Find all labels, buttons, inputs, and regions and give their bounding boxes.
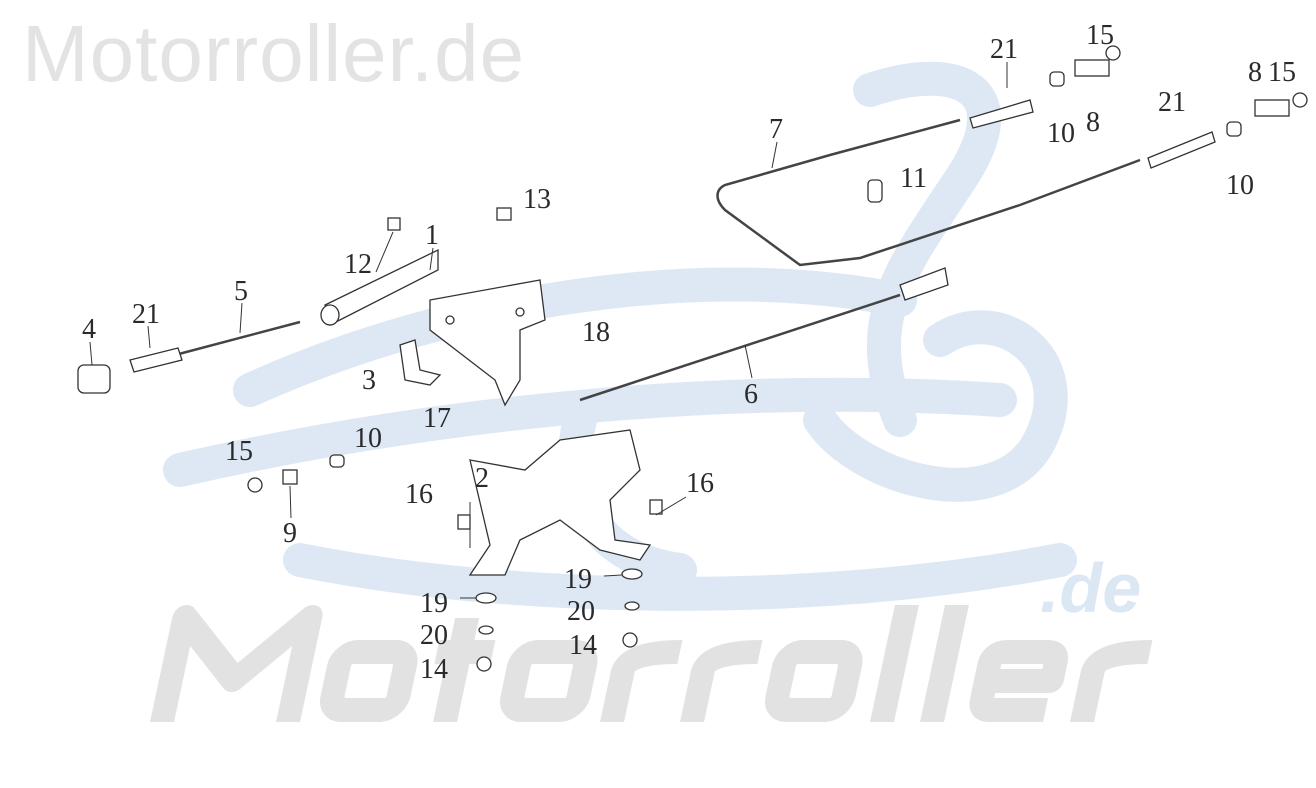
callout-16: 16: [405, 479, 433, 510]
callout-8: 8: [1086, 107, 1100, 138]
callout-14: 14: [569, 630, 597, 661]
callout-15: 15: [225, 436, 253, 467]
callout-12: 12: [344, 249, 372, 280]
small-hardware: [247, 454, 663, 672]
callout-11: 11: [900, 163, 927, 194]
callout-19: 19: [420, 588, 448, 619]
callout-10: 10: [1226, 170, 1254, 201]
callout-16: 16: [686, 468, 714, 499]
callout-5: 5: [234, 276, 248, 307]
callout-4: 4: [82, 314, 96, 345]
callout-2: 2: [475, 463, 489, 494]
callout-20: 20: [420, 620, 448, 651]
callout-21: 21: [990, 34, 1018, 65]
part-2-bracket: [468, 429, 652, 576]
callout-3: 3: [362, 365, 376, 396]
watermark-bottom-logo: [150, 605, 1153, 722]
leader-lines: [89, 62, 1008, 599]
callout-labels: 21 15 8 10 8 15 21 10 7 11 13 12 1 5 21 …: [82, 20, 1296, 685]
callout-9: 9: [283, 518, 297, 549]
callout-14: 14: [420, 654, 448, 685]
callout-10: 10: [354, 423, 382, 454]
callout-19: 19: [564, 564, 592, 595]
callout-13: 13: [523, 184, 551, 215]
callout-21: 21: [1158, 87, 1186, 118]
part-1-pivot-tube: [320, 248, 546, 407]
watermark-suffix: .de: [1040, 549, 1141, 627]
callout-7: 7: [769, 114, 783, 145]
part-3-plate: [399, 339, 442, 386]
callout-18: 18: [582, 317, 610, 348]
part-5-cable: [77, 320, 301, 394]
callout-8: 8: [1248, 57, 1262, 88]
watermark-top: Motorroller.de: [22, 9, 526, 98]
callout-6: 6: [744, 379, 758, 410]
callout-15: 15: [1268, 57, 1296, 88]
callout-17: 17: [423, 403, 451, 434]
callout-1: 1: [425, 220, 439, 251]
part-6-cable: [579, 267, 949, 402]
callout-20: 20: [567, 596, 595, 627]
callout-15: 15: [1086, 20, 1114, 51]
callout-21: 21: [132, 299, 160, 330]
part-12-13-bushings: [387, 207, 512, 231]
callout-10: 10: [1047, 118, 1075, 149]
background-logo: [163, 61, 1077, 611]
part-7-cable: [716, 45, 1308, 267]
